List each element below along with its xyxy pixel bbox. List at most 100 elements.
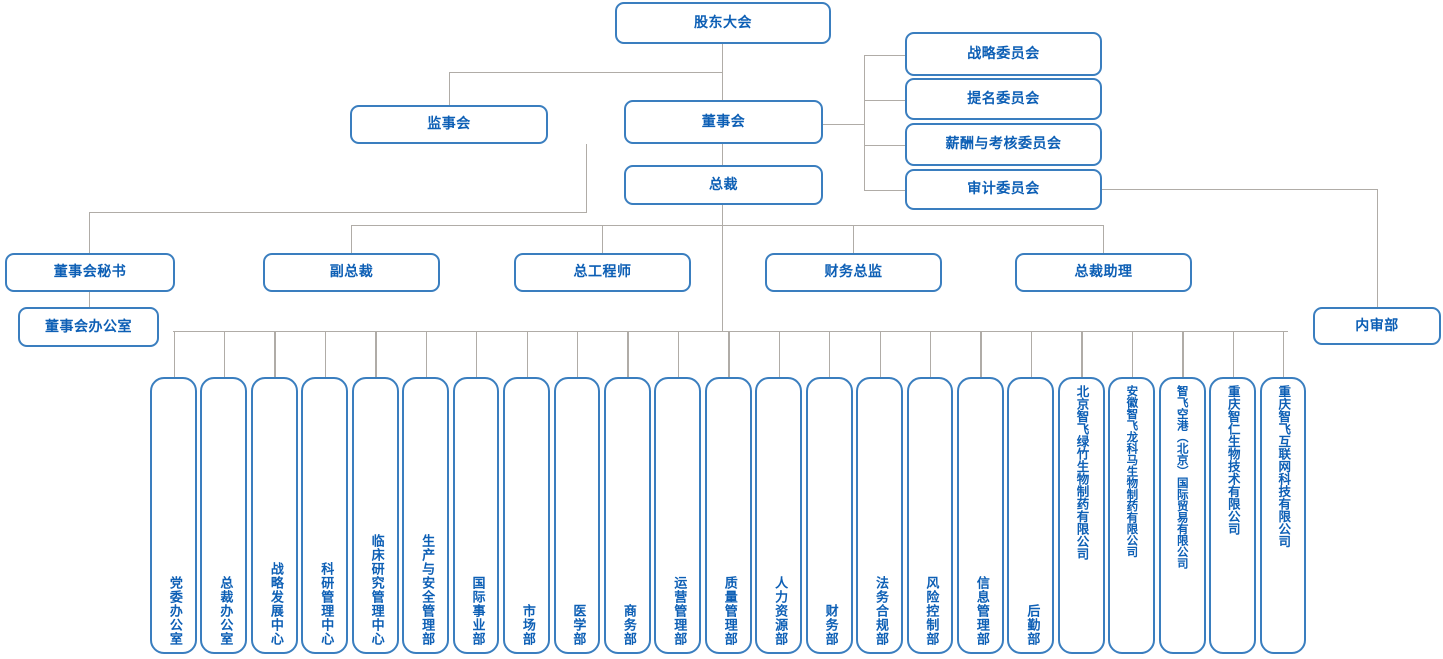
- box-department-15[interactable]: 风险控制部: [906, 377, 954, 654]
- box-department-9[interactable]: 商务部: [603, 377, 651, 654]
- box-label: 董事会办公室: [45, 318, 132, 335]
- connector-audit-to-internal-audit-v: [1377, 189, 1379, 307]
- box-label: 党委办公室: [166, 576, 182, 646]
- connector-board-to-committee-spine: [823, 124, 865, 126]
- box-label: 提名委员会: [967, 90, 1040, 107]
- box-label: 临床研究管理中心: [368, 534, 384, 646]
- box-department-1[interactable]: 总裁办公室: [200, 377, 248, 654]
- box-label: 医学部: [570, 604, 586, 646]
- box-department-16[interactable]: 信息管理部: [957, 377, 1004, 654]
- box-department-20[interactable]: 智飞空港（北京）国际贸易有限公司: [1158, 377, 1206, 654]
- connector-exec-cfo: [853, 225, 855, 253]
- connector-shareholders-to-board: [722, 44, 724, 104]
- connector-department-7: [526, 331, 528, 377]
- box-committee-strategy[interactable]: 战略委员会: [905, 32, 1102, 76]
- box-label: 风险控制部: [923, 576, 939, 646]
- box-label: 运营管理部: [671, 576, 687, 646]
- box-label: 安徽智飞龙科马生物制药有限公司: [1125, 385, 1140, 558]
- connector-board-secretary-drop: [586, 144, 588, 212]
- connector-department-11: [728, 331, 730, 377]
- box-label: 生产与安全管理部: [419, 534, 435, 646]
- connector-exec-vp: [351, 225, 353, 253]
- connector-committee-4: [864, 190, 905, 192]
- box-label: 智飞空港（北京）国际贸易有限公司: [1175, 385, 1190, 569]
- box-supervisory-board[interactable]: 监事会: [350, 105, 548, 144]
- box-president-assistant[interactable]: 总裁助理: [1015, 253, 1192, 292]
- connector-department-3: [324, 331, 327, 377]
- connector-department-15: [930, 331, 932, 377]
- box-department-13[interactable]: 财务部: [805, 377, 853, 654]
- connector-board-to-president: [722, 144, 724, 165]
- box-label: 董事会: [701, 113, 746, 130]
- box-label: 副总裁: [329, 264, 374, 281]
- box-department-8[interactable]: 医学部: [553, 377, 601, 654]
- connector-board-secretary-h: [89, 212, 587, 214]
- box-label: 股东大会: [694, 14, 752, 31]
- connector-audit-to-internal-audit-h: [1102, 189, 1378, 191]
- box-committee-remuneration[interactable]: 薪酬与考核委员会: [905, 123, 1102, 166]
- connector-president-drop: [722, 205, 724, 226]
- connector-department-1: [223, 331, 226, 377]
- box-label: 总裁办公室: [217, 576, 233, 646]
- connector-department-0: [173, 331, 175, 377]
- box-shareholders-meeting[interactable]: 股东大会: [615, 2, 831, 44]
- box-department-22[interactable]: 重庆智飞互联网科技有限公司: [1259, 377, 1307, 654]
- box-label: 质量管理部: [721, 576, 737, 646]
- box-department-19[interactable]: 安徽智飞龙科马生物制药有限公司: [1108, 377, 1156, 654]
- committee-spine: [864, 55, 866, 190]
- box-department-21[interactable]: 重庆智仁生物技术有限公司: [1209, 377, 1256, 654]
- box-department-18[interactable]: 北京智飞绿竹生物制药有限公司: [1057, 377, 1105, 654]
- box-department-10[interactable]: 运营管理部: [654, 377, 702, 654]
- connector-committee-1: [864, 55, 905, 57]
- box-label: 战略发展中心: [267, 562, 283, 646]
- box-committee-audit[interactable]: 审计委员会: [905, 169, 1102, 210]
- connector-department-5: [425, 331, 427, 377]
- connector-department-12: [778, 331, 781, 377]
- box-label: 董事会秘书: [53, 264, 127, 281]
- box-label: 财务部: [822, 604, 838, 646]
- connector-department-21: [1232, 331, 1234, 377]
- box-department-3[interactable]: 科研管理中心: [301, 377, 349, 654]
- box-department-17[interactable]: 后勤部: [1007, 377, 1055, 654]
- connector-department-13: [829, 331, 831, 377]
- connector-department-4: [375, 331, 377, 377]
- box-label: 北京智飞绿竹生物制药有限公司: [1074, 385, 1090, 560]
- box-department-5[interactable]: 生产与安全管理部: [402, 377, 450, 654]
- connector-department-16: [980, 331, 982, 377]
- box-department-0[interactable]: 党委办公室: [150, 377, 197, 654]
- box-department-2[interactable]: 战略发展中心: [250, 377, 298, 654]
- box-label: 重庆智飞互联网科技有限公司: [1276, 385, 1292, 548]
- box-label: 总工程师: [573, 264, 632, 281]
- connector-department-18: [1081, 331, 1083, 377]
- box-department-14[interactable]: 法务合规部: [856, 377, 903, 654]
- box-label: 信息管理部: [973, 576, 989, 646]
- box-label: 重庆智仁生物技术有限公司: [1225, 385, 1241, 535]
- connector-department-20: [1182, 331, 1184, 377]
- connector-department-10: [677, 331, 680, 377]
- connector-branch-supervisory: [449, 72, 723, 74]
- box-label: 内审部: [1355, 317, 1399, 334]
- connector-department-8: [576, 331, 579, 377]
- box-vice-president[interactable]: 副总裁: [263, 253, 440, 292]
- box-department-4[interactable]: 临床研究管理中心: [351, 377, 399, 654]
- connector-department-14: [879, 331, 881, 377]
- box-label: 市场部: [519, 604, 535, 646]
- box-president[interactable]: 总裁: [624, 165, 823, 205]
- box-board-office[interactable]: 董事会办公室: [18, 307, 159, 347]
- box-department-7[interactable]: 市场部: [503, 377, 550, 654]
- box-chief-engineer[interactable]: 总工程师: [514, 253, 691, 292]
- box-board-of-directors[interactable]: 董事会: [624, 100, 823, 144]
- box-department-11[interactable]: 质量管理部: [704, 377, 752, 654]
- box-board-secretary[interactable]: 董事会秘书: [5, 253, 175, 292]
- box-label: 科研管理中心: [318, 562, 334, 646]
- box-department-12[interactable]: 人力资源部: [755, 377, 803, 654]
- box-committee-nomination[interactable]: 提名委员会: [905, 78, 1102, 120]
- box-department-6[interactable]: 国际事业部: [452, 377, 500, 654]
- box-finance-director[interactable]: 财务总监: [765, 253, 942, 292]
- connector-secretary-to-office: [89, 292, 91, 307]
- box-internal-audit-department[interactable]: 内审部: [1313, 307, 1441, 345]
- connector-department-9: [627, 331, 629, 377]
- box-label: 商务部: [620, 604, 636, 646]
- box-label: 总裁助理: [1074, 264, 1133, 281]
